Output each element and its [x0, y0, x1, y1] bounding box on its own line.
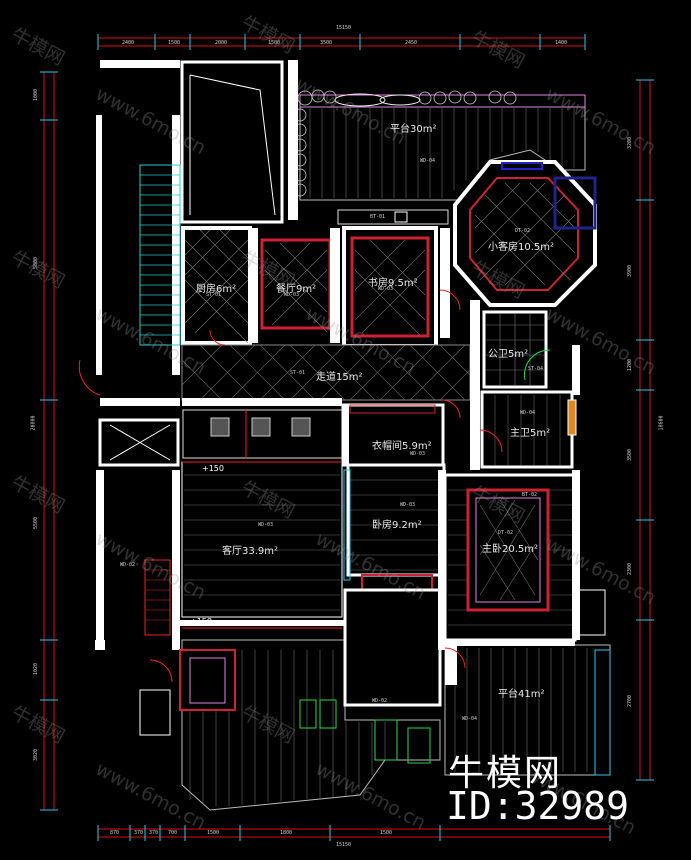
room-code-corridor: ST-01 — [290, 370, 306, 376]
dim-bottom-3: 370 — [149, 830, 159, 836]
door-arcs — [149, 289, 466, 683]
terrace-top — [299, 93, 586, 201]
dim-right-6: 2700 — [627, 694, 634, 708]
dim-left-1: 1000 — [33, 88, 40, 102]
bathrooms — [479, 310, 577, 469]
level-mark-living: +150 — [202, 464, 224, 473]
dim-bottom-6: 1800 — [280, 830, 293, 836]
dim-left-3: 5500 — [33, 516, 40, 530]
dim-top-4: 1500 — [268, 40, 281, 46]
dim-top-6: 2450 — [405, 40, 418, 46]
room-label-master-bedroom: 主卧20.5m² — [482, 544, 539, 555]
dim-overall-right: 18600 — [658, 415, 665, 431]
room-label-wardrobe: 衣帽间5.9m² — [372, 441, 432, 452]
room-code-master-bath: WD-04 — [520, 410, 536, 416]
dim-bottom-2: 370 — [134, 830, 144, 836]
room-label-corridor: 走道15m² — [316, 372, 363, 383]
dim-left-5: 3020 — [33, 748, 40, 762]
master-bedroom — [443, 473, 606, 642]
guest-room-octagon — [453, 160, 597, 307]
dim-overall-left: 20800 — [30, 415, 37, 431]
dimension-lines — [43, 37, 651, 838]
bottom-left-terrace — [139, 588, 442, 811]
room-code-study: WD-03 — [378, 286, 394, 292]
dim-overall-bottom: 15150 — [336, 842, 352, 848]
room-code-bedroom: WD-03 — [400, 502, 416, 508]
code-bt-01: BT-01 — [370, 214, 386, 220]
upper-stair-area — [78, 60, 284, 396]
living-room — [181, 461, 343, 629]
room-code-master-bedroom: DT-02 — [498, 530, 514, 536]
room-label-bedroom: 卧房9.2m² — [372, 520, 422, 531]
room-label-master-bath: 主卫5m² — [510, 428, 551, 439]
dim-right-2: 3900 — [627, 264, 634, 278]
dim-top-7: 1400 — [555, 40, 568, 46]
code-bt-02: BT-02 — [522, 492, 538, 498]
dim-top-5: 3500 — [320, 40, 333, 46]
dim-overall-top: 15150 — [336, 25, 352, 31]
room-code-dining: WD-03 — [284, 292, 300, 298]
dim-bottom-1: 870 — [110, 830, 120, 836]
left-shaft — [96, 418, 180, 650]
bottom-right-terrace — [444, 644, 611, 776]
code-wd-02-b: WD-02 — [372, 698, 388, 704]
room-code-wardrobe: WD-03 — [410, 451, 426, 457]
dim-top-1: 2400 — [122, 40, 135, 46]
room-label-guest: 小客房10.5m² — [488, 242, 555, 253]
dim-top-3: 2000 — [215, 40, 228, 46]
room-code-living: WD-03 — [258, 522, 274, 528]
corridor — [100, 344, 471, 459]
room-label-dining: 餐厅9m² — [276, 284, 317, 295]
room-label-study: 书房9.5m² — [368, 278, 418, 289]
code-wd-02: WD-02 — [120, 562, 136, 568]
dim-right-4: 3500 — [627, 448, 634, 462]
room-code-terrace-top: WD-04 — [420, 158, 436, 164]
room-label-kitchen: 厨房6m² — [196, 284, 237, 295]
dim-left-4: 1020 — [33, 662, 40, 676]
room-code-kitchen: ST-01 — [206, 292, 222, 298]
dim-bottom-4: 700 — [168, 830, 178, 836]
dim-bottom-5: 1500 — [207, 830, 220, 836]
room-code-terrace-bottom: WD-04 — [462, 716, 478, 722]
dim-bottom-7: 1500 — [380, 830, 393, 836]
room-label-public-bath: 公卫5m² — [488, 349, 529, 360]
room-label-terrace-top: 平台30m² — [390, 124, 437, 135]
room-code-public-bath: ST-04 — [528, 366, 544, 372]
room-label-living: 客厅33.9m² — [222, 546, 279, 557]
main-walls — [95, 60, 580, 650]
room-code-guest: DT-02 — [515, 228, 531, 234]
dim-top-2: 1500 — [168, 40, 181, 46]
brand-logo-text: 牛模网 — [448, 753, 563, 794]
model-id: ID:32989 — [446, 784, 630, 828]
wardrobe-bedroom — [341, 403, 446, 598]
dimension-ticks — [40, 34, 654, 841]
room-label-terrace-bottom: 平台41m² — [498, 689, 545, 700]
level-mark-terrace: +150 — [190, 617, 212, 626]
